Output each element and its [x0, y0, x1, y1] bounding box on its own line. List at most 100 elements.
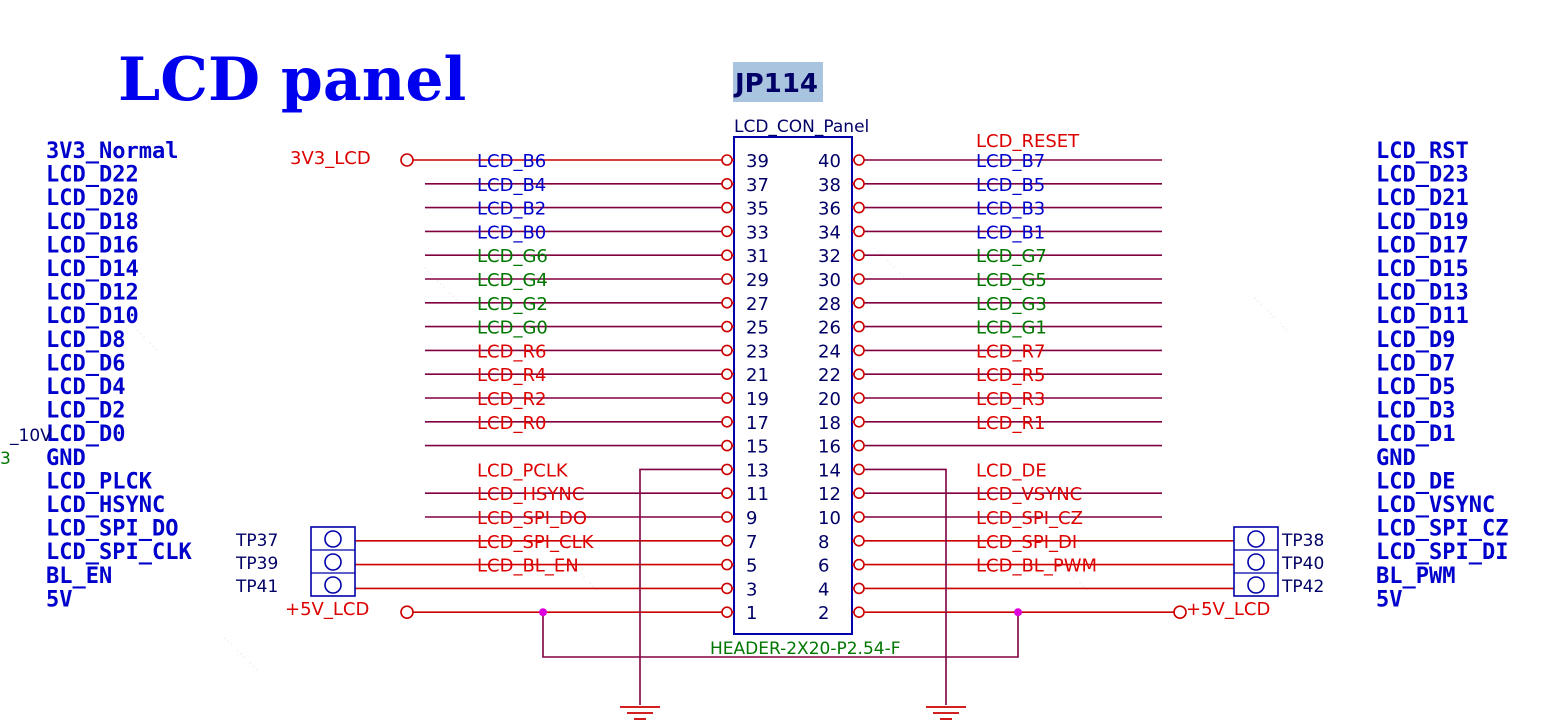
watermark-text: ··· ··· ··· — [867, 242, 913, 288]
pin-number-16: 16 — [818, 437, 841, 458]
pin-number-15: 15 — [746, 437, 769, 458]
pin-terminal-40 — [853, 154, 865, 166]
watermark-text: ··· ··· ··· — [1247, 292, 1293, 338]
left-signal-list-item: LCD_D8 — [46, 328, 125, 353]
pin-terminal-37 — [721, 178, 733, 190]
pin-number-27: 27 — [746, 294, 769, 315]
net-label-lcd-vsync: LCD_VSYNC — [976, 484, 1082, 505]
pin-number-35: 35 — [746, 199, 769, 220]
pin-number-2: 2 — [818, 603, 829, 624]
right-signal-list-item: LCD_RST — [1376, 139, 1469, 164]
net-label-lcd-g5: LCD_G5 — [976, 270, 1047, 291]
pin-terminal-5 — [721, 558, 733, 571]
net-label-lcd-spi-di: LCD_SPI_DI — [976, 532, 1077, 553]
pin-number-33: 33 — [746, 222, 769, 243]
left-signal-list-item: LCD_HSYNC — [46, 493, 165, 518]
pin-number-40: 40 — [818, 151, 841, 172]
testpoint-tp42: TP42 — [1281, 577, 1324, 597]
power-label-5v-lcd-right: +5V_LCD — [1186, 599, 1270, 620]
pin-number-12: 12 — [818, 484, 841, 505]
wire-5v-bridge — [542, 612, 1019, 658]
net-label-lcd-r1: LCD_R1 — [976, 413, 1045, 434]
left-signal-list-item: 5V — [46, 587, 73, 612]
net-label-lcd-g1: LCD_G1 — [976, 318, 1047, 339]
net-label-lcd-g6: LCD_G6 — [477, 246, 548, 267]
net-label-lcd-hsync: LCD_HSYNC — [477, 484, 584, 505]
net-label-lcd-spi-do: LCD_SPI_DO — [477, 508, 587, 529]
right-signal-list-item: LCD_SPI_DI — [1376, 540, 1508, 565]
ground-symbols — [620, 706, 966, 720]
net-label-lcd-r4: LCD_R4 — [477, 365, 546, 386]
power-port-5v-left — [400, 605, 414, 620]
pin-number-28: 28 — [818, 294, 841, 315]
pin-number-4: 4 — [818, 579, 829, 600]
left-signal-list-item: GND — [46, 446, 86, 471]
right-signal-list-item: LCD_SPI_CZ — [1376, 517, 1508, 542]
pin-number-31: 31 — [746, 246, 769, 267]
pin-number-11: 11 — [746, 484, 769, 505]
net-label-lcd-b4: LCD_B4 — [477, 175, 546, 196]
pin-number-34: 34 — [818, 222, 841, 243]
component-ref: JP114 — [733, 69, 818, 99]
pin-number-20: 20 — [818, 389, 841, 410]
net-label-lcd-spi-clk: LCD_SPI_CLK — [477, 532, 595, 553]
left-signal-list-item: LCD_D20 — [46, 186, 139, 211]
net-label-lcd-b3: LCD_B3 — [976, 199, 1045, 220]
power-port-5v-right — [1173, 605, 1187, 620]
left-signal-list-item: LCD_SPI_CLK — [46, 540, 192, 565]
pin-terminal-17 — [721, 415, 733, 428]
pin-number-17: 17 — [746, 413, 769, 434]
left-signal-list-item: LCD_D12 — [46, 281, 139, 306]
right-signal-list-item: LCD_D11 — [1376, 304, 1469, 329]
testpoint-header — [310, 526, 356, 597]
testpoint-tp37: TP37 — [235, 531, 278, 551]
net-label-lcd-r5: LCD_R5 — [976, 365, 1045, 386]
net-label-lcd-g0: LCD_G0 — [477, 318, 548, 339]
pin-terminal-30 — [853, 273, 865, 285]
pin-terminal-22 — [853, 368, 865, 381]
left-signal-list-item: 3V3_Normal — [46, 139, 178, 164]
component-footprint: HEADER-2X20-P2.54-F — [710, 639, 901, 659]
pin-number-9: 9 — [746, 508, 757, 529]
pin-number-24: 24 — [818, 341, 841, 362]
pin-number-14: 14 — [818, 460, 841, 481]
pin-terminal-35 — [721, 201, 733, 214]
left-signal-list-item: LCD_D14 — [46, 257, 139, 282]
pin-terminal-13 — [721, 463, 733, 476]
signal-lists: 3V3_NormalLCD_D22LCD_D20LCD_D18LCD_D16LC… — [46, 139, 1508, 612]
pin-number-7: 7 — [746, 532, 757, 553]
pin-terminal-8 — [853, 534, 865, 547]
right-signal-list-item: GND — [1376, 446, 1416, 471]
pin-number-37: 37 — [746, 175, 769, 196]
testpoint-pad — [1247, 553, 1265, 571]
pin-terminal-33 — [721, 225, 733, 238]
net-label-lcd-r0: LCD_R0 — [477, 413, 546, 434]
right-signal-list-item: 5V — [1376, 587, 1403, 612]
net-label-lcd-b6: LCD_B6 — [477, 151, 546, 172]
left-signal-list-item: LCD_D18 — [46, 210, 139, 235]
power-port-3v3 — [400, 153, 414, 167]
net-label-lcd-reset: LCD_RESET — [976, 131, 1080, 152]
right-signal-list-item: LCD_D5 — [1376, 375, 1455, 400]
right-signal-list-item: LCD_VSYNC — [1376, 493, 1495, 518]
net-label-lcd-r2: LCD_R2 — [477, 389, 546, 410]
testpoint-pad — [1247, 530, 1265, 548]
net-label-lcd-b1: LCD_B1 — [976, 222, 1045, 243]
left-signal-list-item: LCD_D6 — [46, 351, 125, 376]
wire-pin-13-gnd — [639, 468, 722, 705]
net-label-lcd-bl-pwm: LCD_BL_PWM — [976, 556, 1097, 577]
net-label-lcd-pclk: LCD_PCLK — [477, 460, 569, 481]
net-label-lcd-r7: LCD_R7 — [976, 341, 1045, 362]
pin-number-22: 22 — [818, 365, 841, 386]
pin-number-8: 8 — [818, 532, 829, 553]
net-label-lcd-b2: LCD_B2 — [477, 199, 546, 220]
left-signal-list-item: BL_EN — [46, 564, 112, 589]
component-ref-highlight — [733, 62, 823, 102]
pin-number-36: 36 — [818, 199, 841, 220]
right-signal-list-item: LCD_D3 — [1376, 399, 1455, 424]
connector-pins: 3937353331292725232119171513119753140383… — [721, 151, 865, 624]
pin-terminal-12 — [853, 487, 865, 500]
testpoint-tp40: TP40 — [1281, 554, 1324, 574]
